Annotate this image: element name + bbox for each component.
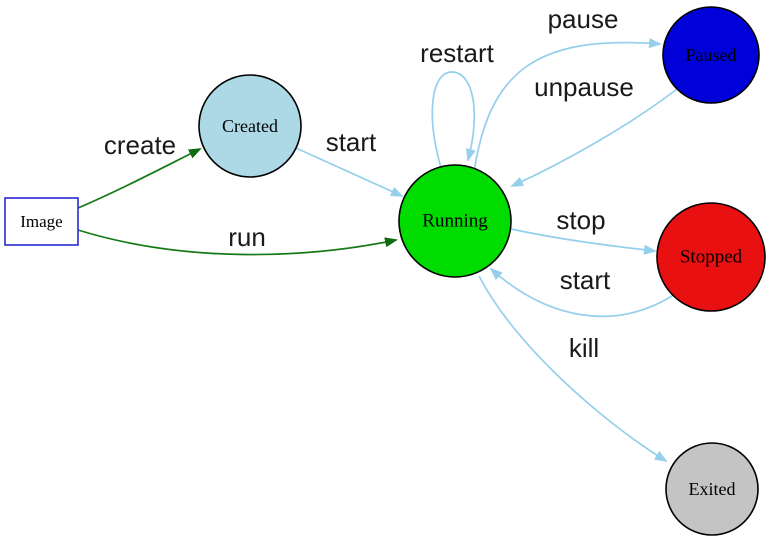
edge-stop-label: stop <box>556 205 605 235</box>
node-paused-shape <box>662 6 760 104</box>
edge-run-arrow <box>77 229 398 256</box>
edge-stop-arrow <box>510 228 657 255</box>
node-image-label: Image <box>20 212 62 231</box>
edge-create-label: create <box>104 130 176 160</box>
edge-start-stopped-arrow <box>489 267 673 318</box>
edge-restart-label: restart <box>420 38 494 68</box>
node-exited-shape <box>665 442 759 536</box>
edge-restart-arrow <box>431 71 476 169</box>
node-running-label: Running <box>422 211 488 232</box>
edge-unpause-arrow <box>510 88 678 187</box>
edge-create-arrow <box>77 148 202 209</box>
edge-kill-label: kill <box>569 333 599 363</box>
edge-pause-label: pause <box>548 4 619 34</box>
edge-run-label: run <box>228 222 266 252</box>
edge-pause-arrow <box>473 38 662 173</box>
edge-start-stopped-label: start <box>560 265 611 295</box>
edge-start-created-label: start <box>326 127 377 157</box>
node-paused-label: Paused <box>686 45 737 65</box>
node-stopped-label: Stopped <box>680 247 743 268</box>
node-stopped-shape <box>656 202 766 312</box>
node-running-shape <box>398 164 512 278</box>
node-image-shape <box>4 197 79 246</box>
node-created-shape <box>198 74 302 178</box>
node-created-label: Created <box>222 116 278 136</box>
node-exited-label: Exited <box>689 479 736 499</box>
edge-kill-arrow <box>478 275 668 463</box>
edge-start-created-arrow <box>295 147 404 197</box>
edge-unpause-label: unpause <box>534 72 634 102</box>
edges-layer: create run start restart pause unpause stop sta… <box>77 4 678 463</box>
